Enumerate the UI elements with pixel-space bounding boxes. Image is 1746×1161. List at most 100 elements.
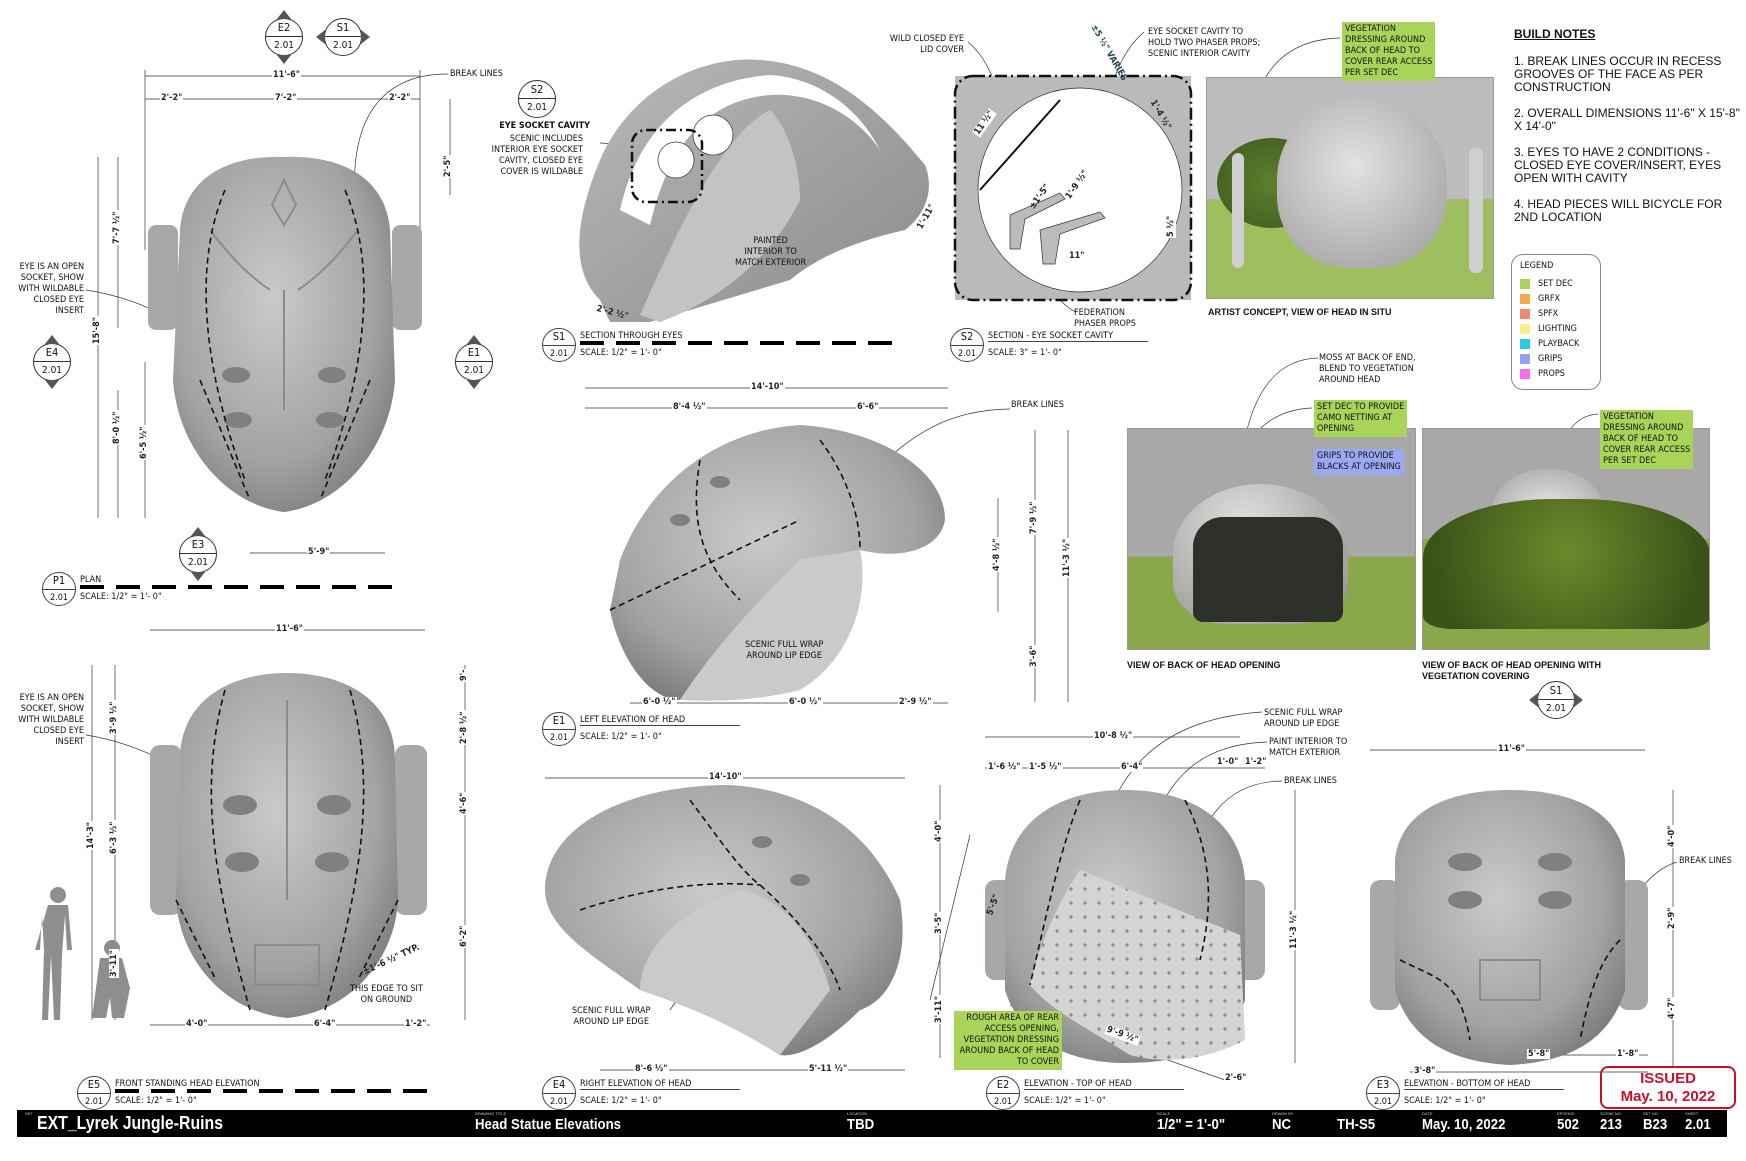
note-eye-open-socket-front: EYE IS AN OPEN SOCKET, SHOW WITH WILDABL… [18, 693, 84, 747]
build-note: 4. HEAD PIECES WILL BICYCLE FOR 2ND LOCA… [1514, 197, 1723, 224]
scale: 1/2" = 1'-0" [1157, 1116, 1226, 1133]
dim: 5'-8" [1527, 1049, 1551, 1059]
legend-swatch [1520, 293, 1530, 304]
legend-swatch [1520, 368, 1530, 379]
caption-back-view-vegetation: VIEW OF BACK OF HEAD OPENING WITH VEGETA… [1422, 660, 1601, 681]
dim: 1'-5 ½" [1028, 762, 1063, 772]
set-name: EXT_Lyrek Jungle-Ruins [37, 1113, 224, 1133]
note-scenic-full-wrap-e1: SCENIC FULL WRAP AROUND LIP EDGE [745, 640, 824, 661]
legend-swatch [1520, 323, 1530, 334]
note-vegetation-dressing-back: VEGETATION DRESSING AROUND BACK OF HEAD … [1600, 410, 1694, 469]
dim: 2'-9" [1667, 906, 1677, 930]
dim: 1'-2" [1244, 757, 1268, 767]
note-break-lines-plan: BREAK LINES [450, 69, 503, 79]
note-edge-ground: THIS EDGE TO SIT ON GROUND [350, 984, 423, 1005]
legend-swatch [1520, 308, 1530, 319]
dim: 2'-9 ½" [898, 697, 933, 707]
build-note: 1. BREAK LINES OCCUR IN RECESS GROOVES O… [1514, 54, 1722, 94]
dim: 6'-5 ½" [139, 425, 149, 460]
note-eye-open-socket-plan: EYE IS AN OPEN SOCKET, SHOW WITH WILDABL… [18, 262, 84, 316]
dim: 6'-6" [856, 402, 880, 412]
dim: 5'-9" [307, 547, 331, 557]
back-view-render [1127, 428, 1416, 650]
sheet-label: SHEET [1685, 1111, 1699, 1116]
note-break-lines-e3: BREAK LINES [1679, 856, 1732, 866]
location-label: LOCATION [847, 1111, 868, 1116]
legend-label: LIGHTING [1538, 323, 1577, 334]
legend-label: GRFX [1538, 293, 1561, 304]
dim: 11'-3 ½" [1062, 537, 1072, 578]
legend-swatch [1520, 338, 1530, 349]
legend-item: PLAYBACK [1520, 336, 1592, 351]
drawing-title: Head Statue Elevations [475, 1116, 621, 1133]
build-note: 3. EYES TO HAVE 2 CONDITIONS - CLOSED EY… [1514, 145, 1722, 185]
note-camo-netting: SET DEC TO PROVIDE CAMO NETTING AT OPENI… [1314, 400, 1408, 437]
set-no: B23 [1643, 1116, 1668, 1133]
bottom-of-head-drawing [1370, 790, 1648, 1065]
front-head-drawing [150, 673, 427, 1018]
note-paint-interior: PAINT INTERIOR TO MATCH EXTERIOR [1269, 737, 1348, 758]
dim: 4'-6" [459, 791, 469, 815]
dim: 6'-0 ½" [788, 697, 823, 707]
drawing-title-label: DRAWING TITLE [475, 1111, 507, 1116]
episode-label: EPISODE [1557, 1111, 1575, 1116]
dim: 6'-4" [313, 1019, 337, 1029]
note-eye-socket-cavity-body: SCENIC INCLUDES INTERIOR EYE SOCKET CAVI… [491, 134, 583, 177]
legend-label: PROPS [1538, 368, 1565, 379]
note-scenic-full-wrap-e2: SCENIC FULL WRAP AROUND LIP EDGE [1264, 708, 1343, 729]
note-moss: MOSS AT BACK OF END, BLEND TO VEGETATION… [1319, 353, 1416, 385]
note-eye-socket-phaser: EYE SOCKET CAVITY TO HOLD TWO PHASER PRO… [1148, 27, 1261, 59]
dim: 3'-8" [1413, 1066, 1437, 1076]
legend-item: SET DEC [1520, 276, 1592, 291]
section-through-eyes-drawing [579, 59, 929, 322]
dim: 4'-0" [1667, 824, 1677, 848]
dim: 15'-8" [92, 316, 102, 345]
dim: 4'-8 ½" [992, 537, 1002, 572]
note-rough-area: ROUGH AREA OF REAR ACCESS OPENING, VEGET… [954, 1011, 1062, 1070]
note-painted-interior: PAINTED INTERIOR TO MATCH EXTERIOR [735, 236, 807, 268]
dim: 3'-11" [109, 949, 119, 978]
legend-label: PLAYBACK [1538, 338, 1580, 349]
dim: 2'-5" [443, 154, 453, 178]
left-elevation-drawing [609, 425, 945, 701]
legend-item: GRIPS [1520, 351, 1592, 366]
dim: 1'-0" [1216, 757, 1240, 767]
dim: 11'-6" [272, 70, 301, 80]
note-wild-closed-eye: WILD CLOSED EYE LID COVER [889, 34, 964, 55]
dim: 3'-9 ½" [109, 700, 119, 735]
right-elevation-drawing [545, 785, 903, 1056]
dim: 14'-3" [86, 821, 96, 850]
note-vegetation-dressing-top: VEGETATION DRESSING AROUND BACK OF HEAD … [1342, 22, 1436, 81]
dim: 1'-6 ½" [987, 762, 1022, 772]
scene-label: SCENE NO [1600, 1111, 1621, 1116]
dim: 14'-10" [750, 382, 785, 392]
dim: 3'-6" [1029, 644, 1039, 668]
back-view-vegetation-render [1422, 428, 1710, 650]
note-eye-socket-cavity-title: EYE SOCKET CAVITY [499, 121, 590, 131]
legend-swatch [1520, 278, 1530, 289]
caption-back-view: VIEW OF BACK OF HEAD OPENING [1127, 660, 1281, 670]
plan-head-drawing [148, 156, 422, 512]
drawn-by: NC [1272, 1116, 1292, 1133]
dim: 9'- [459, 668, 469, 682]
dim: 3'-11" [934, 995, 944, 1024]
episode: 502 [1557, 1116, 1580, 1133]
issued-stamp: ISSUED May. 10, 2022 [1600, 1066, 1736, 1109]
build-note: 2. OVERALL DIMENSIONS 11'-6" X 15'-8" X … [1514, 106, 1740, 133]
dim: 4'-0" [934, 819, 944, 843]
dim: 6'-4" [1120, 762, 1144, 772]
note-grips-blacks: GRIPS TO PROVIDE BLACKS AT OPENING [1314, 449, 1404, 475]
location: TBD [847, 1116, 875, 1133]
title-block: SET EXT_Lyrek Jungle-Ruins DRAWING TITLE… [17, 1110, 1727, 1137]
dim: 6'-2" [459, 924, 469, 948]
dim: 1'-2" [404, 1019, 428, 1029]
